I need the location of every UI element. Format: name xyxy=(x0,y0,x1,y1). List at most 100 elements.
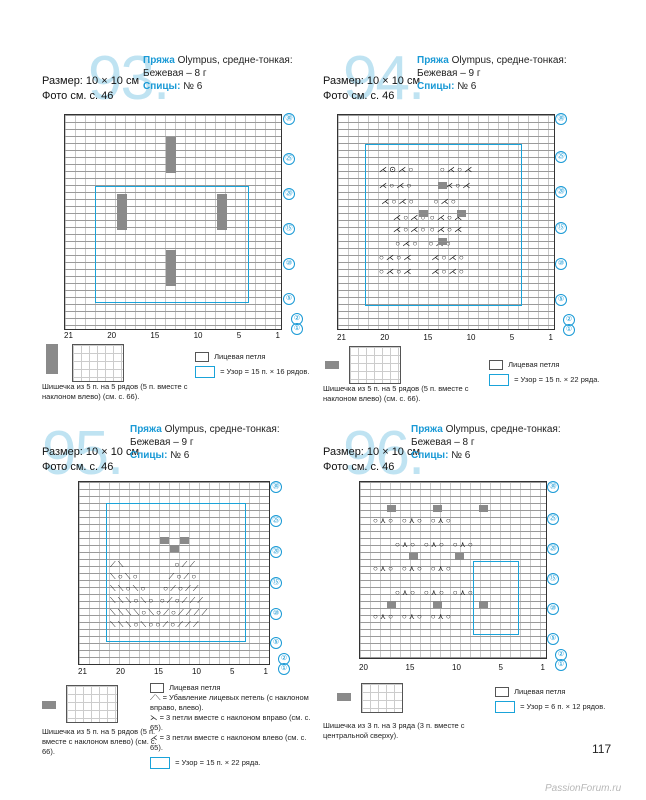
row-marker: ① xyxy=(278,663,290,675)
pattern-repeat-frame xyxy=(95,186,249,303)
row-marker: ⑳ xyxy=(283,188,295,200)
bobble-diagram xyxy=(361,683,403,713)
legend: Лицевая петля = Узор = 15 п. × 22 ряда. xyxy=(489,360,639,387)
row-marker: ⑤ xyxy=(270,637,282,649)
row-marker: ⑩ xyxy=(555,258,567,270)
row-marker: ① xyxy=(291,323,303,335)
bobble-motif-row: ○ ⋏ ○ ○ ⋏ ○ ○ ⋏ ○ xyxy=(373,564,451,573)
row-marker: ㉚ xyxy=(270,481,282,493)
bobble-motif-row: ○ ⋏ ○ ○ ⋏ ○ ○ ⋏ ○ xyxy=(395,588,473,597)
bobble-cell xyxy=(479,601,488,608)
bobble-cell xyxy=(170,545,179,552)
row-marker: ㉚ xyxy=(547,481,559,493)
knit-symbol-icon xyxy=(489,360,503,371)
row-marker: ㉕ xyxy=(270,515,282,527)
yarn-info: Пряжа Olympus, средне-тонкая: Бежевая – … xyxy=(143,55,293,92)
row-marker: ⑩ xyxy=(283,258,295,270)
bobble-motif-row: ⋌ ○ ⋌ ○ ○ ⋌ ○ ⋌ xyxy=(393,225,463,234)
bobble-diagram xyxy=(66,685,118,723)
row-marker: ⑮ xyxy=(283,223,295,235)
knitting-chart xyxy=(78,481,270,665)
row-marker: ⑳ xyxy=(547,543,559,555)
bobble-diagram xyxy=(349,346,401,384)
size-info: Размер: 10 × 10 см Фото см. с. 46 xyxy=(323,446,421,473)
bobble-motif-row: ○ ⋌ ○ ⋌ ⋌ ○ ⋌ ○ xyxy=(379,267,464,276)
bobble-swatch xyxy=(325,361,339,369)
bobble-swatch xyxy=(337,693,351,701)
repeat-frame-icon xyxy=(195,366,215,379)
bobble-cell xyxy=(457,210,466,217)
decrease-motif-row: ⟍ ⟍ ○ ⟍ ○ ○ ⟋ ○ ⟋ ⟋ xyxy=(110,584,199,593)
bobble-motif-row: ○ ⋏ ○ ○ ⋏ ○ ○ ⋏ ○ xyxy=(395,540,473,549)
decrease-motif-row: ⟍ ⟍ ⟍ ○ ⟍ ○ ○ ⟋ ○ ⟋ ⟋ ⟋ xyxy=(110,596,204,605)
bobble-cell xyxy=(160,537,169,544)
size-info: Размер: 10 × 10 см Фото см. с. 46 xyxy=(42,446,140,473)
pattern-repeat-frame xyxy=(473,561,519,635)
legend: Лицевая петля = Узор = 6 п. × 12 рядов. xyxy=(495,687,645,714)
knitting-chart xyxy=(359,481,547,659)
decrease-motif-row: ⟍ ⟍ ⟍ ⟍ ○ ⟍ ○ ⟋ ○ ⟋ ⟋ ⟋ ⟋ xyxy=(110,608,208,617)
yarn-info: Пряжа Olympus, средне-тонкая: Бежевая – … xyxy=(130,424,280,461)
bobble-column xyxy=(166,250,176,286)
row-marker: ① xyxy=(555,659,567,671)
repeat-frame-icon xyxy=(489,374,509,387)
bobble-cell xyxy=(433,505,442,512)
bobble-motif-row: ○ ⋏ ○ ○ ⋏ ○ ○ ⋏ ○ xyxy=(373,612,451,621)
legend: Лицевая петля = Узор = 15 п. × 16 рядов. xyxy=(195,352,320,379)
bobble-cell xyxy=(419,210,428,217)
pattern-number: 96. xyxy=(343,419,425,488)
pattern-number: 93. xyxy=(88,44,170,113)
pattern-block-93: 93. Размер: 10 × 10 см Фото см. с. 46 Пр… xyxy=(0,0,323,402)
repeat-frame-icon xyxy=(495,701,515,714)
decrease-motif-row: ⟍ ○ ⟍ ○ ⟋ ○ ⟋ ○ xyxy=(110,572,197,581)
row-marker: ⑤ xyxy=(555,294,567,306)
decrease-icon: ⟋⟍ xyxy=(150,693,161,703)
bobble-motif-row: ⋌ ⊙ ⋌ ○ ○ ⋌ ○ ⋌ xyxy=(379,165,473,174)
column-numbers: 21 20 15 10 5 1 xyxy=(64,331,280,340)
pattern-number: 94. xyxy=(343,44,425,113)
knit-symbol-icon xyxy=(150,683,164,694)
row-marker: ㉚ xyxy=(555,113,567,125)
size-info: Размер: 10 × 10 см Фото см. с. 46 xyxy=(323,75,421,102)
pattern-number: 95. xyxy=(42,419,124,488)
row-marker: ⑩ xyxy=(547,603,559,615)
yarn-info: Пряжа Olympus, средне-тонкая: Бежевая – … xyxy=(417,55,567,92)
pattern-repeat-frame xyxy=(365,144,522,306)
bobble-cell xyxy=(409,553,418,560)
knitting-chart xyxy=(337,114,555,330)
repeat-frame-icon xyxy=(150,757,170,770)
pattern-block-94: 94. Размер: 10 × 10 см Фото см. с. 46 Пр… xyxy=(323,0,646,404)
bobble-caption: Шишечка из 5 п. на 5 рядов (5 п. вместе … xyxy=(42,727,157,756)
bobble-motif-row: ○ ⋏ ○ ○ ⋏ ○ ○ ⋏ ○ xyxy=(373,516,451,525)
column-numbers: 21 20 15 10 5 1 xyxy=(337,333,553,342)
row-marker: ㉕ xyxy=(547,513,559,525)
row-marker: ① xyxy=(563,324,575,336)
bobble-cell xyxy=(433,601,442,608)
bobble-column xyxy=(217,194,227,230)
bobble-caption: Шишечка из 5 п. на 5 рядов (5 п. вместе … xyxy=(42,382,188,401)
bobble-swatch xyxy=(46,344,58,374)
pattern-block-95: 95. Размер: 10 × 10 см Фото см. с. 46 Пр… xyxy=(0,405,323,800)
bobble-swatch xyxy=(42,701,56,709)
bobble-motif-row: ⋌ ○ ⋌ ○ ○ ⋌ ○ ⋌ xyxy=(379,181,471,190)
row-marker: ⑮ xyxy=(547,573,559,585)
bobble-cell xyxy=(387,601,396,608)
bobble-cell xyxy=(438,238,447,245)
row-marker: ⑮ xyxy=(555,222,567,234)
bobble-cell xyxy=(438,182,447,189)
bobble-column xyxy=(166,137,176,173)
bobble-motif-row: ○ ⋌ ○ ⋌ ⋌ ○ ⋌ ○ xyxy=(379,253,464,262)
k3tog-left-icon: ⋌ xyxy=(150,733,158,743)
bobble-motif-row: ○ ⋌ ○ ○ ⋌ ○ xyxy=(393,239,451,248)
column-numbers: 20 15 10 5 1 xyxy=(359,663,545,672)
k3tog-right-icon: ⋋ xyxy=(150,713,158,723)
bobble-caption: Шишечка из 3 п. на 3 ряда (3 п. вместе с… xyxy=(323,721,465,740)
bobble-cell xyxy=(180,537,189,544)
page-number: 117 xyxy=(592,742,612,756)
row-marker: ㉕ xyxy=(283,153,295,165)
size-info: Размер: 10 × 10 см Фото см. с. 46 xyxy=(42,75,140,102)
knit-symbol-icon xyxy=(495,687,509,698)
row-marker: ⑳ xyxy=(555,186,567,198)
bobble-cell xyxy=(479,505,488,512)
column-numbers: 21 20 15 10 5 1 xyxy=(78,667,268,676)
